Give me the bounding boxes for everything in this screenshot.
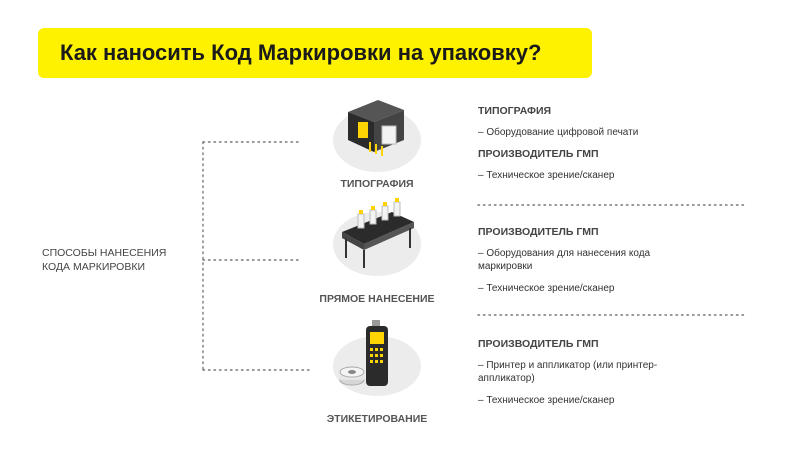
info-block-direct-marking: ПРОИЗВОДИТЕЛЬ ГМП – Оборудования для нан…: [478, 226, 718, 304]
info-item-digital-printing: – Оборудование цифровой печати: [478, 127, 639, 138]
info-block-typography: ТИПОГРАФИЯ – Оборудование цифровой печат…: [478, 105, 718, 191]
methods-group-label-line1: СПОСОБЫ НАНЕСЕНИЯ: [42, 247, 167, 259]
method-label-direct-marking: ПРЯМОЕ НАНЕСЕНИЕ: [319, 293, 435, 305]
method-label-labeling: ЭТИКЕТИРОВАНИЕ: [326, 413, 428, 425]
info-item-vision-scanner: – Техническое зрение/сканер: [478, 283, 615, 294]
method-label-typography: ТИПОГРАФИЯ: [340, 178, 414, 190]
info-header-typography: ТИПОГРАФИЯ: [478, 105, 552, 117]
info-item-printer-applicator: – Принтер и аппликатор (или принтер-аппл…: [478, 360, 658, 384]
info-item-vision-scanner: – Техническое зрение/сканер: [478, 395, 615, 406]
handheld-scanner-icon: [333, 320, 421, 396]
printing-press-icon: [333, 100, 421, 172]
info-header-manufacturer: ПРОИЗВОДИТЕЛЬ ГМП: [478, 148, 599, 160]
methods-group-label-line2: КОДА МАРКИРОВКИ: [42, 261, 145, 273]
info-block-labeling: ПРОИЗВОДИТЕЛЬ ГМП – Принтер и аппликатор…: [478, 338, 718, 416]
page-title: Как наносить Код Маркировки на упаковку?: [60, 40, 542, 65]
info-item-vision-scanner: – Техническое зрение/сканер: [478, 170, 615, 181]
info-header-manufacturer: ПРОИЗВОДИТЕЛЬ ГМП: [478, 226, 599, 238]
info-header-manufacturer: ПРОИЗВОДИТЕЛЬ ГМП: [478, 338, 599, 350]
methods-group-label: СПОСОБЫ НАНЕСЕНИЯ КОДА МАРКИРОВКИ: [42, 246, 202, 274]
conveyor-marking-icon: [333, 198, 421, 276]
info-item-marking-equipment: – Оборудования для нанесения кода маркир…: [478, 248, 651, 272]
title-banner: Как наносить Код Маркировки на упаковку?: [38, 28, 592, 78]
